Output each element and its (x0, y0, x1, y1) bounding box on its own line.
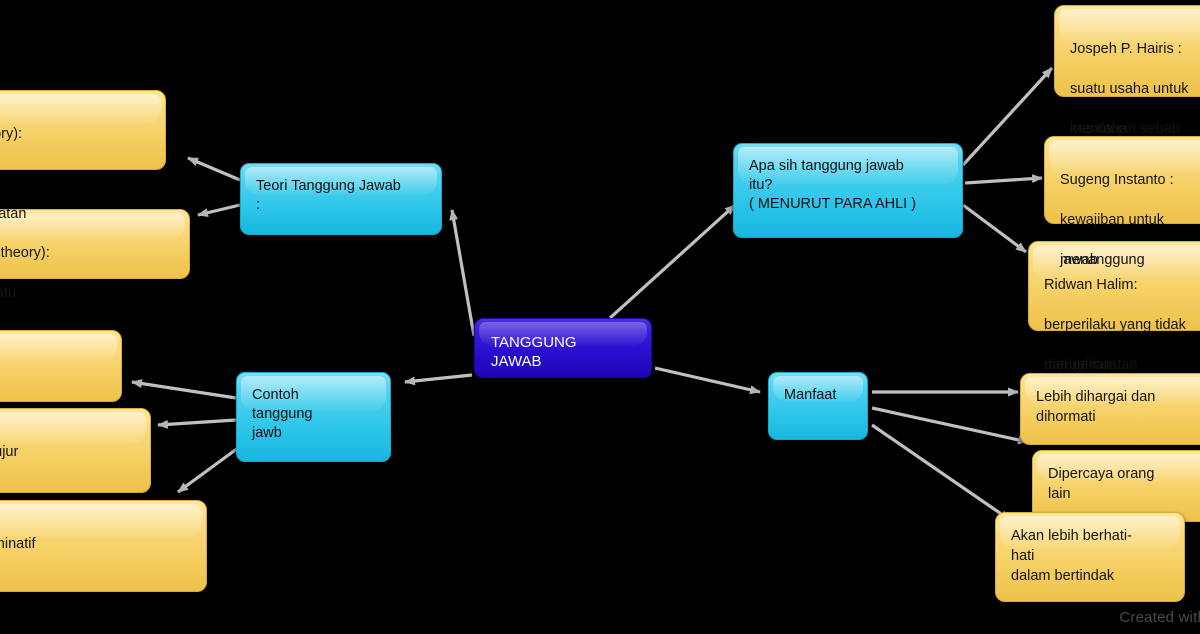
node-line-1: Jospeh P. Hairis : (1070, 41, 1182, 57)
link-apasih-to-ridwan (962, 203, 1027, 254)
node-line-3-text-a: kesalahan sebab (1070, 121, 1180, 137)
link-teori-to-risiko (187, 156, 241, 182)
node-manfaat[interactable]: Manfaat (768, 372, 868, 440)
node-manfaat-dipercaya-orang-lain[interactable]: Dipercaya orang lain (1032, 450, 1200, 522)
node-contoh-belajar-jujur[interactable]: lajar untuk jujur ri dak korupsi (0, 408, 151, 493)
node-label: Apa sih tanggung jawab itu? ( MENURUT PA… (749, 158, 917, 212)
node-teori-risiko[interactable]: o ( rise Theory): ara mutlak ngetiap keg… (0, 90, 166, 222)
node-label: Akan lebih berhati- hati dalam bertindak (1011, 528, 1132, 584)
link-manfaat-to-b3 (871, 423, 1011, 522)
node-line-3-text-b: merugikan (1044, 357, 1112, 373)
node-line-2: berperilaku yang tidak (1044, 317, 1186, 333)
node-label: TANGGUNG JAWAB (491, 334, 577, 370)
link-contoh-to-ex1 (131, 379, 237, 400)
node-line-3-text-b: menutup (1070, 121, 1127, 137)
node-label: Manfaat (784, 387, 837, 403)
node-line-3-text-a: menanggung (1060, 252, 1145, 268)
node-manfaat-lebih-dihargai[interactable]: Lebih dihargai dan dihormati (1020, 373, 1200, 445)
node-line-3-text-b: jawab (1060, 252, 1098, 268)
node-contoh-tidak-diskriminatif[interactable]: Tidak diskriminatif erhadap esama (0, 500, 207, 592)
node-label: Contoh tanggung jawb (252, 387, 313, 441)
node-line-3-overlapped: menanggung menanggung jawab (1060, 250, 1145, 330)
node-line-3: ngetiap kegiatan (0, 206, 27, 222)
node-contoh-tanggung-jawab[interactable]: Contoh tanggung jawb (236, 372, 391, 462)
node-central-tanggung-jawab[interactable]: TANGGUNG JAWAB (474, 318, 652, 378)
node-apa-sih-tanggung-jawab[interactable]: Apa sih tanggung jawab itu? ( MENURUT PA… (733, 143, 963, 238)
node-line-1: Sugeng Instanto : (1060, 172, 1174, 188)
link-manfaat-to-b2 (871, 406, 1029, 445)
node-ahli-jospeh-hairis[interactable]: Jospeh P. Hairis : suatu usaha untuk kes… (1054, 5, 1200, 137)
node-line-1: lahan (Fault theory): (0, 245, 50, 261)
link-center-to-manfaat (654, 366, 761, 395)
node-line-1: Tidak diskriminatif (0, 536, 36, 552)
node-label: Dipercaya orang lain (1048, 466, 1155, 502)
node-ahli-ridwan-halim[interactable]: Ridwan Halim: berperilaku yang tidak dar… (1028, 241, 1200, 373)
node-contoh-membayar-pajak[interactable]: embayar ajak (0, 330, 122, 402)
node-ahli-sugeng-instanto[interactable]: Sugeng Instanto : kewajiban untuk menang… (1044, 136, 1200, 268)
link-apasih-to-hairis (961, 66, 1054, 167)
node-label: Teori Tanggung Jawab : (256, 178, 401, 213)
link-center-to-teori (449, 209, 476, 337)
node-line-1: o ( rise Theory): (0, 126, 23, 142)
node-line-1: Ridwan Halim: (1044, 277, 1138, 293)
link-teori-to-kesalahan (197, 203, 241, 218)
node-line-3-text-a: dari perbuatan (1044, 357, 1138, 373)
node-teori-tanggung-jawab[interactable]: Teori Tanggung Jawab : (240, 163, 442, 235)
node-line-2: sur pada suatu (0, 285, 16, 301)
link-apasih-to-sugeng (964, 174, 1043, 185)
node-line-1: lajar untuk jujur (0, 444, 19, 460)
link-contoh-to-ex3 (177, 446, 239, 494)
node-label: Lebih dihargai dan dihormati (1036, 389, 1156, 425)
node-teori-kesalahan[interactable]: lahan (Fault theory): sur pada suatu (0, 209, 190, 301)
watermark-label: Created with (1119, 609, 1200, 626)
node-line-2: suatu usaha untuk (1070, 81, 1189, 97)
link-contoh-to-ex2 (157, 418, 237, 429)
link-center-to-contoh (404, 373, 473, 386)
node-manfaat-berhati-hati[interactable]: Akan lebih berhati- hati dalam bertindak (995, 512, 1185, 602)
link-center-to-apa-sih (608, 203, 737, 320)
node-line-3-overlapped: kesalahan sebab kesalahan sebab menutup (1070, 119, 1180, 199)
node-line-3-overlapped: dari perbuatan dari perbuatan merugikan (1044, 355, 1138, 435)
node-line-2: kewajiban untuk (1060, 212, 1164, 228)
